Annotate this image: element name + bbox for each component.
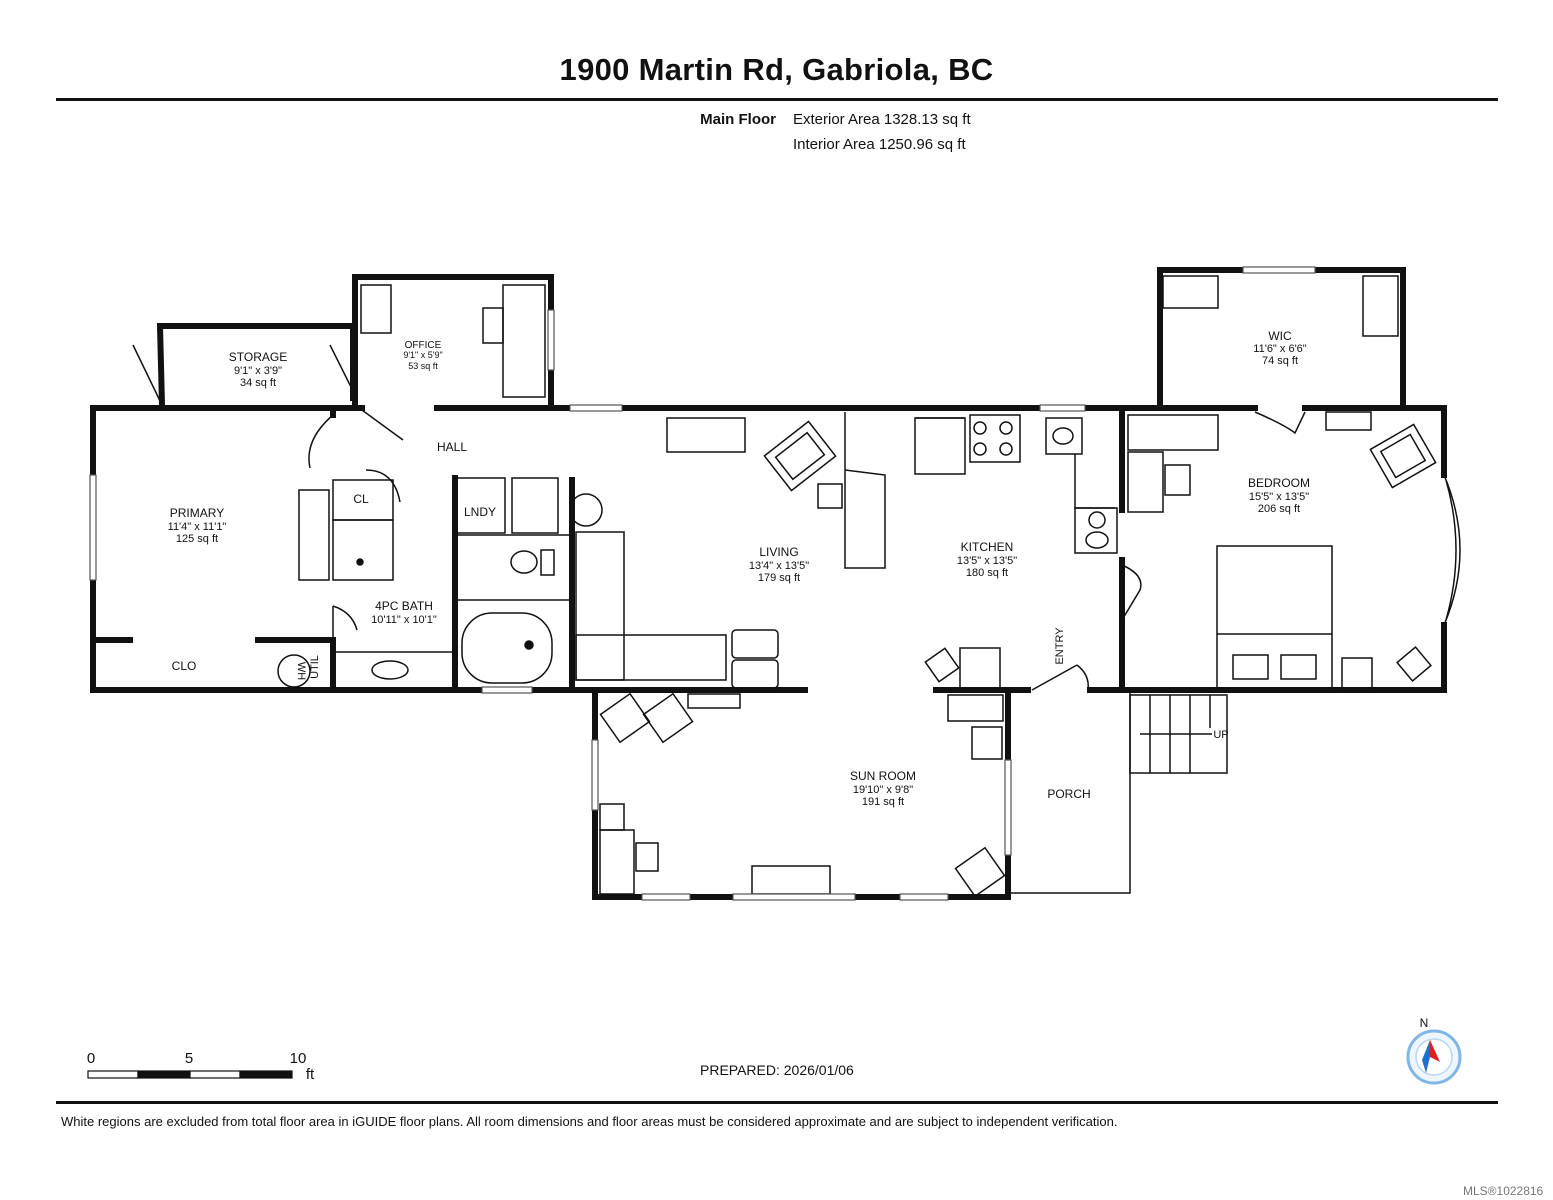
room-labels: STORAGE 9'1" x 3'9" 34 sq ft OFFICE 9'1"…	[168, 329, 1310, 808]
kitchen-area: 180 sq ft	[966, 567, 1008, 579]
sunroom-area: 191 sq ft	[862, 796, 904, 808]
util-label: UTIL	[309, 655, 321, 679]
kitchen-dims: 13'5" x 13'5"	[957, 555, 1017, 567]
bath-dims: 10'11" x 10'1"	[371, 614, 437, 626]
room-office: OFFICE 9'1" x 5'9" 53 sq ft	[403, 340, 442, 371]
fixtures	[277, 421, 1109, 688]
scale-tick-5: 5	[185, 1050, 193, 1067]
sunroom-name: SUN ROOM	[850, 769, 916, 783]
room-storage: STORAGE 9'1" x 3'9" 34 sq ft	[229, 350, 287, 389]
living-dims: 13'4" x 13'5"	[749, 560, 809, 572]
entry-label: ENTRY	[1054, 627, 1066, 665]
wic-name: WIC	[1268, 329, 1292, 343]
plan-title: 1900 Martin Rd, Gabriola, BC	[559, 52, 994, 87]
scale-tick-0: 0	[87, 1050, 95, 1067]
storage-dims: 9'1" x 3'9"	[234, 365, 282, 377]
lndy-label: LNDY	[464, 505, 496, 519]
windows	[89, 266, 1316, 901]
scale-bar	[87, 1070, 293, 1079]
disclaimer: White regions are excluded from total fl…	[61, 1114, 1118, 1129]
room-wic: WIC 11'6" x 6'6" 74 sq ft	[1253, 329, 1306, 367]
bath-name: 4PC BATH	[375, 599, 433, 613]
bedroom-area: 206 sq ft	[1258, 503, 1300, 515]
room-primary: PRIMARY 11'4" x 11'1" 125 sq ft	[168, 506, 227, 545]
prepared-date: PREPARED: 2026/01/06	[700, 1062, 854, 1078]
primary-area: 125 sq ft	[176, 533, 218, 545]
living-area: 179 sq ft	[758, 572, 800, 584]
office-name: OFFICE	[405, 340, 442, 351]
bedroom-dims: 15'5" x 13'5"	[1249, 491, 1309, 503]
room-bedroom: BEDROOM 15'5" x 13'5" 206 sq ft	[1248, 476, 1310, 515]
scale-ticks: 0 5 10	[87, 1050, 307, 1067]
mls-number: MLS®1022816	[1463, 1184, 1544, 1198]
room-living: LIVING 13'4" x 13'5" 179 sq ft	[749, 545, 809, 584]
header-rule	[56, 98, 1498, 101]
sunroom-dims: 19'10" x 9'8"	[853, 784, 913, 796]
clo-label: CLO	[172, 659, 197, 673]
living-name: LIVING	[759, 545, 798, 559]
office-dims: 9'1" x 5'9"	[403, 350, 442, 360]
hall-label: HALL	[437, 440, 467, 454]
primary-name: PRIMARY	[170, 506, 224, 520]
cl-label: CL	[353, 492, 369, 506]
scale-unit: ft	[306, 1066, 315, 1083]
primary-dims: 11'4" x 11'1"	[168, 521, 227, 533]
porch-label: PORCH	[1047, 787, 1090, 801]
exterior-area: Exterior Area 1328.13 sq ft	[793, 111, 971, 128]
compass-icon: N	[1406, 1016, 1462, 1085]
office-area: 53 sq ft	[408, 361, 438, 371]
wh-label: WH	[295, 662, 307, 680]
up-label: UP	[1213, 729, 1228, 741]
room-bath: 4PC BATH 10'11" x 10'1"	[371, 599, 437, 626]
interior-area: Interior Area 1250.96 sq ft	[793, 136, 966, 153]
bedroom-name: BEDROOM	[1248, 476, 1310, 490]
footer-rule	[56, 1101, 1498, 1104]
floor-name: Main Floor	[700, 111, 776, 128]
room-kitchen: KITCHEN 13'5" x 13'5" 180 sq ft	[957, 540, 1017, 579]
room-sunroom: SUN ROOM 19'10" x 9'8" 191 sq ft	[850, 769, 916, 808]
compass-label: N	[1420, 1016, 1429, 1030]
wic-area: 74 sq ft	[1262, 355, 1298, 367]
interior-lines	[132, 275, 1461, 898]
storage-name: STORAGE	[229, 350, 287, 364]
wic-dims: 11'6" x 6'6"	[1253, 343, 1306, 355]
scale-tick-10: 10	[290, 1050, 307, 1067]
kitchen-name: KITCHEN	[961, 540, 1014, 554]
storage-area: 34 sq ft	[240, 377, 276, 389]
